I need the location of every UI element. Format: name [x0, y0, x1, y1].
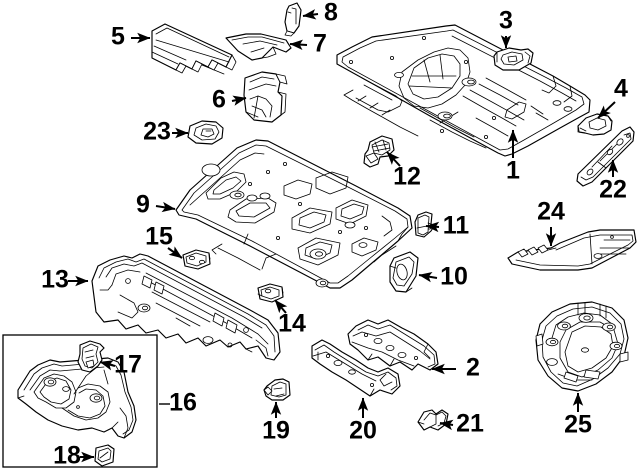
- callout-number-14: 14: [278, 310, 306, 338]
- callout-number-9: 9: [136, 191, 150, 219]
- callout-17: 17: [99, 351, 142, 379]
- part-25-spare-tire-well: [535, 301, 629, 392]
- part-20-front-crossmember: [311, 339, 401, 397]
- part-11-retainer-clip: [414, 211, 435, 238]
- callout-number-5: 5: [111, 23, 125, 51]
- callout-number-24: 24: [537, 198, 565, 226]
- part-8-small-brace: [284, 2, 302, 37]
- part-14-body-mount-bracket: [257, 283, 284, 303]
- callout-number-3: 3: [499, 7, 513, 35]
- callout-4-leader: [597, 101, 616, 119]
- part-24-rear-rail-extension: [507, 229, 637, 271]
- callout-4: 4: [597, 75, 628, 119]
- part-12-jack-bracket: [363, 135, 395, 168]
- callout-number-19: 19: [262, 417, 290, 445]
- part-3-reinforcement-bracket: [493, 47, 534, 71]
- part-5-upper-rail: [151, 23, 237, 75]
- callout-number-2: 2: [466, 354, 480, 382]
- callout-20: 20: [349, 397, 377, 445]
- part-7-gusset: [225, 33, 292, 61]
- callout-number-21: 21: [456, 410, 484, 438]
- callout-number-22: 22: [599, 176, 627, 204]
- callout-number-13: 13: [41, 266, 69, 294]
- callout-14: 14: [274, 299, 306, 338]
- callout-23: 23: [143, 118, 189, 146]
- callout-number-16: 16: [169, 389, 197, 417]
- callout-15: 15: [145, 223, 183, 259]
- callout-number-18: 18: [53, 442, 81, 470]
- part-19-seat-bracket: [263, 378, 291, 401]
- callout-7: 7: [289, 30, 327, 58]
- callout-10-leader: [418, 271, 438, 283]
- callout-8-leader: [302, 9, 319, 20]
- callout-3: 3: [499, 7, 513, 49]
- callout-9: 9: [136, 191, 176, 219]
- callout-number-23: 23: [143, 118, 171, 146]
- callout-14-leader: [274, 299, 288, 314]
- callout-number-7: 7: [313, 30, 327, 58]
- callout-number-10: 10: [440, 263, 468, 291]
- callout-number-15: 15: [145, 223, 173, 251]
- callout-12-leader: [386, 151, 401, 167]
- callout-1: 1: [506, 129, 520, 185]
- callout-11-leader: [425, 221, 440, 233]
- callout-12: 12: [386, 151, 421, 191]
- part-15-mount-plate: [182, 249, 211, 270]
- callout-9-leader: [155, 201, 176, 213]
- callout-number-25: 25: [564, 411, 592, 439]
- callout-number-1: 1: [506, 157, 520, 185]
- part-23-oval-access-cover: [187, 120, 224, 145]
- part-10-floor-bracket: [389, 251, 419, 293]
- callout-13: 13: [41, 266, 89, 294]
- part-1-rear-floor-pan: [336, 24, 591, 157]
- part-13-side-sill-panel: [91, 253, 281, 361]
- callout-25: 25: [564, 392, 592, 439]
- callout-number-11: 11: [443, 212, 470, 240]
- callout-6-leader: [231, 95, 247, 106]
- callout-number-17: 17: [114, 351, 142, 379]
- callout-16: 16: [159, 389, 197, 417]
- callout-5: 5: [111, 23, 151, 51]
- callout-6: 6: [212, 86, 247, 114]
- callout-number-4: 4: [614, 75, 628, 103]
- callout-17-leader: [99, 360, 116, 371]
- part-6-wheelhouse-bracket: [243, 71, 288, 123]
- callout-2: 2: [431, 354, 480, 382]
- callout-19: 19: [262, 401, 290, 445]
- callout-10: 10: [418, 263, 468, 291]
- part-2-rear-crossmember: [347, 319, 439, 371]
- callout-7-leader: [289, 39, 308, 50]
- part-18-dash-grommet: [94, 444, 115, 467]
- callout-number-20: 20: [349, 417, 377, 445]
- callout-number-12: 12: [393, 163, 421, 191]
- callout-15-leader: [167, 246, 183, 259]
- callout-number-8: 8: [324, 0, 338, 27]
- part-21-small-gusset: [417, 409, 449, 431]
- callout-21-leader: [439, 419, 454, 431]
- callout-18: 18: [53, 442, 95, 470]
- part-9-front-floor-pan: [175, 139, 413, 289]
- callout-11: 11: [425, 212, 470, 240]
- part-22-side-rail: [576, 126, 635, 187]
- callout-number-6: 6: [212, 86, 226, 114]
- callout-21: 21: [439, 410, 484, 438]
- part-4-side-bracket: [577, 113, 613, 136]
- callout-8: 8: [302, 0, 338, 27]
- callout-22: 22: [599, 159, 627, 204]
- part-16-dash-panel-assembly: [17, 357, 137, 439]
- callout-24: 24: [537, 198, 565, 247]
